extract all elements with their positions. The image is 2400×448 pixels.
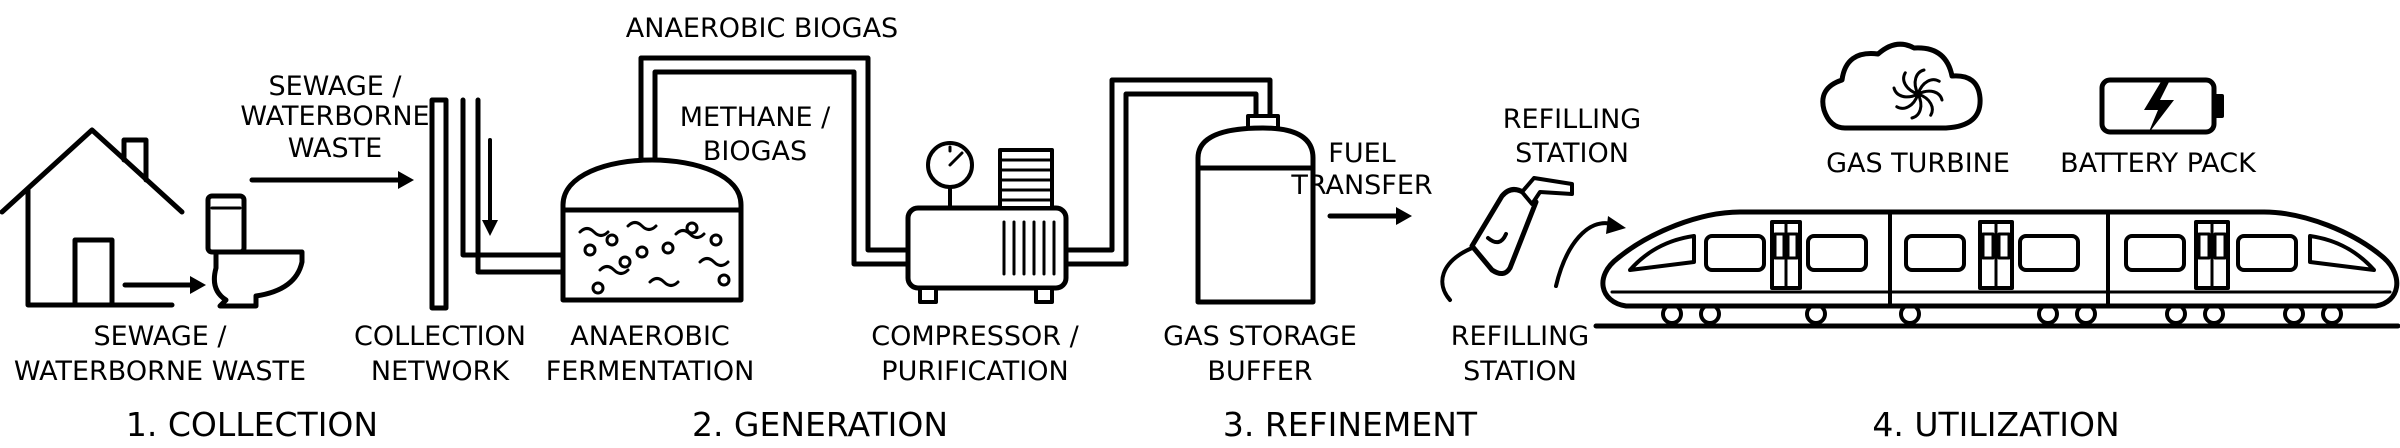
train-icon xyxy=(1593,209,2400,329)
digester-label-line1: ANAEROBIC xyxy=(570,321,730,352)
stage-collection: 1. COLLECTION xyxy=(126,405,378,444)
source-label-line1: SEWAGE / xyxy=(93,321,227,352)
stage-utilization: 4. UTILIZATION xyxy=(1872,405,2119,444)
network-label-line1: COLLECTION xyxy=(354,321,526,352)
methane-label-line2: BIOGAS xyxy=(703,136,807,167)
refill-to-train-arrow xyxy=(1554,216,1626,288)
flow-label-line1: SEWAGE / xyxy=(268,71,402,102)
refill-bottom-label-line1: REFILLING xyxy=(1451,321,1589,352)
stage-refinement: 3. REFINEMENT xyxy=(1223,405,1478,444)
toilet-icon xyxy=(205,193,305,309)
fuel-nozzle-icon xyxy=(1440,176,1574,302)
house-icon xyxy=(0,127,185,308)
compressor-to-storage-pipe xyxy=(1063,77,1273,267)
storage-label-line2: BUFFER xyxy=(1207,356,1312,387)
gas-turbine-label: GAS TURBINE xyxy=(1826,148,2010,179)
source-label-line2: WATERBORNE WASTE xyxy=(14,356,306,387)
compressor-label-line1: COMPRESSOR / xyxy=(871,321,1079,352)
house-to-toilet-arrow xyxy=(122,276,206,294)
network-label-line2: NETWORK xyxy=(371,356,510,387)
compressor-label-line2: PURIFICATION xyxy=(881,356,1068,387)
sewage-flow-arrow xyxy=(249,171,414,189)
battery-pack-label: BATTERY PACK xyxy=(2060,148,2257,179)
cloud-turbine-icon xyxy=(1820,41,1983,131)
anaerobic-biogas-pipe xyxy=(638,55,911,267)
battery-bolt-icon xyxy=(2099,77,2224,135)
refill-bottom-label-line2: STATION xyxy=(1463,356,1577,387)
fuel-transfer-arrow xyxy=(1327,207,1412,225)
fuel-label-line2: TRANSFER xyxy=(1290,170,1432,201)
digester-label-line2: FERMENTATION xyxy=(546,356,755,387)
flow-label-line3: WASTE xyxy=(288,133,382,164)
biogas-pipe-label: ANAEROBIC BIOGAS xyxy=(626,13,898,44)
refill-top-label-line1: REFILLING xyxy=(1503,104,1641,135)
collection-pipe-icon xyxy=(429,97,565,311)
refill-top-label-line2: STATION xyxy=(1515,138,1629,169)
compressor-icon xyxy=(905,141,1069,304)
stage-generation: 2. GENERATION xyxy=(692,405,948,444)
methane-label-line1: METHANE / xyxy=(680,102,831,133)
gas-storage-tank-icon xyxy=(1195,114,1316,305)
digester-tank-icon xyxy=(560,157,744,303)
storage-label-line1: GAS STORAGE xyxy=(1163,321,1357,352)
flow-label-line2: WATERBORNE xyxy=(240,101,429,132)
fuel-label-line1: FUEL xyxy=(1328,138,1395,169)
